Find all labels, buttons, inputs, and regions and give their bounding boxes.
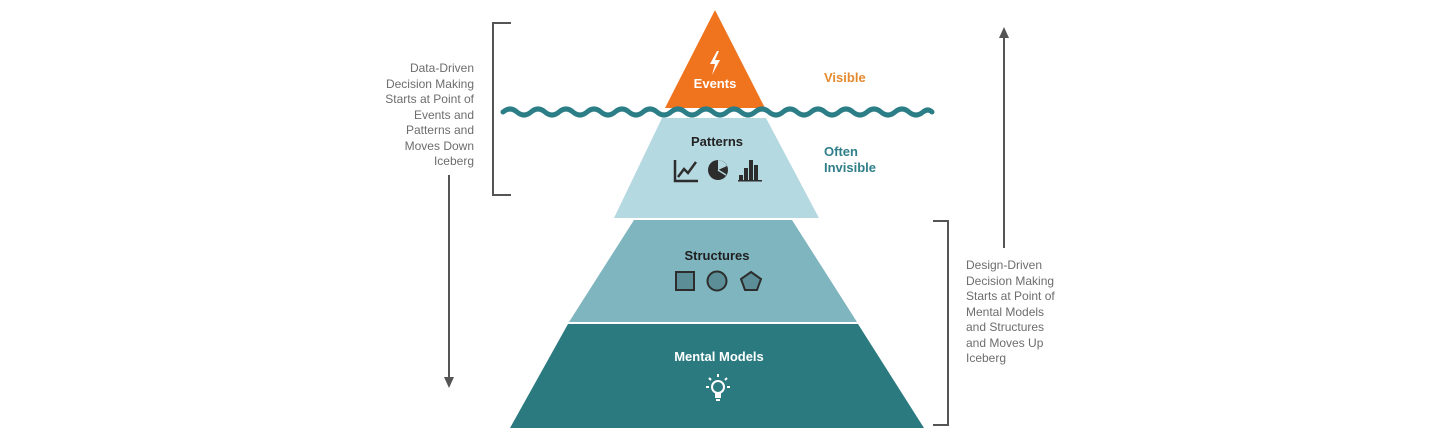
down-arrow (444, 175, 454, 388)
events-title: Events (694, 76, 737, 91)
often-invisible-label: Often Invisible (824, 144, 876, 176)
structures-title: Structures (684, 248, 749, 263)
design-driven-line-6: and Moves Up (966, 335, 1044, 350)
data-driven-line-3: Starts at Point of (385, 92, 474, 106)
design-driven-line-4: Mental Models (966, 304, 1045, 319)
design-driven-line-3: Starts at Point of (966, 289, 1055, 303)
data-driven-line-6: Moves Down (404, 138, 474, 153)
circle-icon (706, 270, 728, 292)
data-driven-line-4: Events and (413, 107, 474, 122)
left-bracket (492, 22, 511, 196)
design-driven-line-5: and Structures (966, 320, 1045, 334)
pentagon-icon (739, 270, 763, 291)
design-driven-line-1: Design-Driven (966, 258, 1043, 272)
right-bracket (933, 220, 949, 426)
mental-models-title: Mental Models (674, 349, 764, 364)
line-chart-icon (673, 160, 698, 183)
data-driven-annotation: Data-Driven Decision Making Starts at Po… (300, 61, 474, 170)
lightning-bolt-icon (710, 51, 720, 75)
visible-label: Visible (824, 70, 866, 85)
often-invisible-line-1: Often (824, 144, 858, 159)
square-icon (675, 271, 695, 291)
data-driven-line-5: Patterns and (405, 123, 474, 137)
water-line (500, 106, 935, 118)
structures-layer (569, 220, 857, 322)
design-driven-annotation: Design-Driven Decision Making Starts at … (966, 258, 1116, 367)
data-driven-line-2: Decision Making (385, 76, 474, 91)
design-driven-line-2: Decision Making (966, 273, 1055, 288)
design-driven-line-7: Iceberg (966, 351, 1007, 365)
data-driven-line-1: Data-Driven (409, 61, 474, 75)
bar-chart-icon (738, 160, 762, 182)
data-driven-line-7: Iceberg (433, 154, 474, 168)
up-arrow (999, 27, 1009, 248)
pie-chart-icon (708, 160, 728, 180)
lightbulb-icon (706, 374, 730, 401)
patterns-title: Patterns (691, 134, 743, 149)
often-invisible-line-2: Invisible (824, 160, 877, 175)
